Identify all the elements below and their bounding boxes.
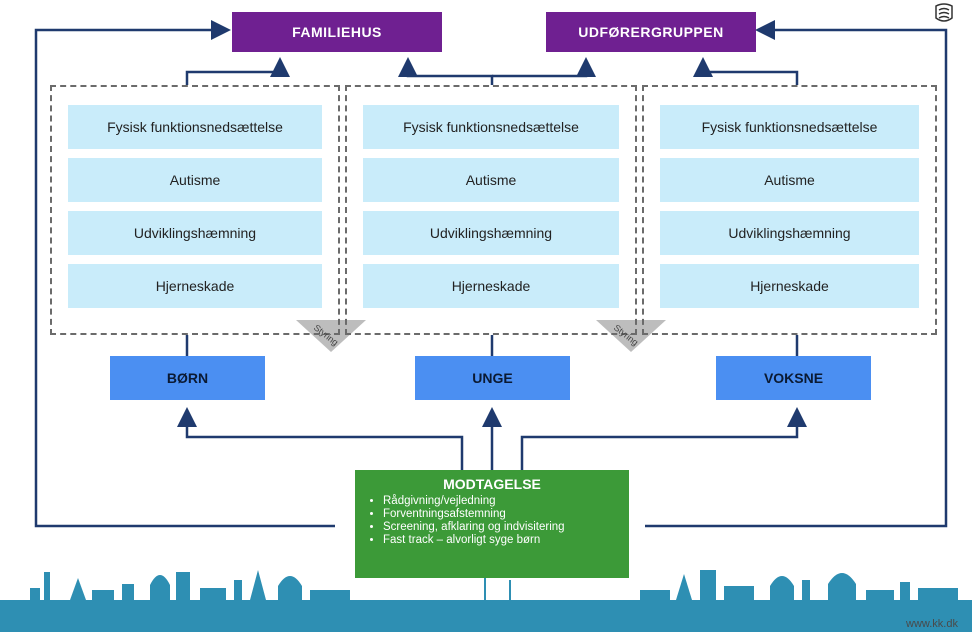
voksne-label: VOKSNE (763, 370, 824, 386)
voksne-box: VOKSNE (716, 356, 871, 400)
boern-label: BØRN (166, 370, 209, 386)
arrow-to-boern (177, 407, 464, 470)
category-hjerneskade: Hjerneskade (363, 264, 619, 308)
arrow-group1-familiehus (185, 57, 290, 85)
left-loop-arrow (34, 20, 335, 528)
category-udviklingshaemning: Udviklingshæmning (660, 211, 919, 255)
arrow-group3-udfoerer (693, 57, 799, 85)
category-autisme: Autisme (68, 158, 322, 202)
category-autisme: Autisme (363, 158, 619, 202)
group-voksne: Fysisk funktionsnedsættelse Autisme Udvi… (642, 85, 937, 335)
category-hjerneskade: Hjerneskade (68, 264, 322, 308)
city-crest-icon (935, 3, 953, 22)
familiehus-box: FAMILIEHUS (232, 12, 442, 52)
styring-triangle-right (596, 320, 666, 352)
styring-triangle-left (296, 320, 366, 352)
list-item: Forventningsafstemning (383, 508, 619, 521)
arrow-group2-familiehus (398, 57, 494, 85)
category-fysisk: Fysisk funktionsnedsættelse (363, 105, 619, 149)
category-udviklingshaemning: Udviklingshæmning (68, 211, 322, 255)
category-udviklingshaemning: Udviklingshæmning (363, 211, 619, 255)
familiehus-label: FAMILIEHUS (292, 24, 382, 40)
category-fysisk: Fysisk funktionsnedsættelse (660, 105, 919, 149)
right-loop-arrow (645, 20, 948, 528)
group-unge: Fysisk funktionsnedsættelse Autisme Udvi… (345, 85, 637, 335)
list-item: Fast track – alvorligt syge børn (383, 534, 619, 547)
unge-label: UNGE (472, 370, 513, 386)
arrow-group2-udfoerer (492, 57, 596, 78)
arrow-to-voksne (520, 407, 807, 470)
udfoerergruppen-label: UDFØRERGRUPPEN (578, 24, 724, 40)
category-autisme: Autisme (660, 158, 919, 202)
modtagelse-box: MODTAGELSE Rådgivning/vejledning Forvent… (355, 470, 629, 578)
udfoerergruppen-box: UDFØRERGRUPPEN (546, 12, 756, 52)
list-item: Screening, afklaring og indvisitering (383, 521, 619, 534)
category-hjerneskade: Hjerneskade (660, 264, 919, 308)
group-boern: Fysisk funktionsnedsættelse Autisme Udvi… (50, 85, 340, 335)
unge-box: UNGE (415, 356, 570, 400)
footer-url: www.kk.dk (906, 618, 958, 630)
boern-box: BØRN (110, 356, 265, 400)
list-item: Rådgivning/vejledning (383, 495, 619, 508)
modtagelse-title: MODTAGELSE (443, 476, 541, 492)
modtagelse-list: Rådgivning/vejledning Forventningsafstem… (365, 495, 619, 547)
skyline-graphic (0, 570, 972, 632)
category-fysisk: Fysisk funktionsnedsættelse (68, 105, 322, 149)
